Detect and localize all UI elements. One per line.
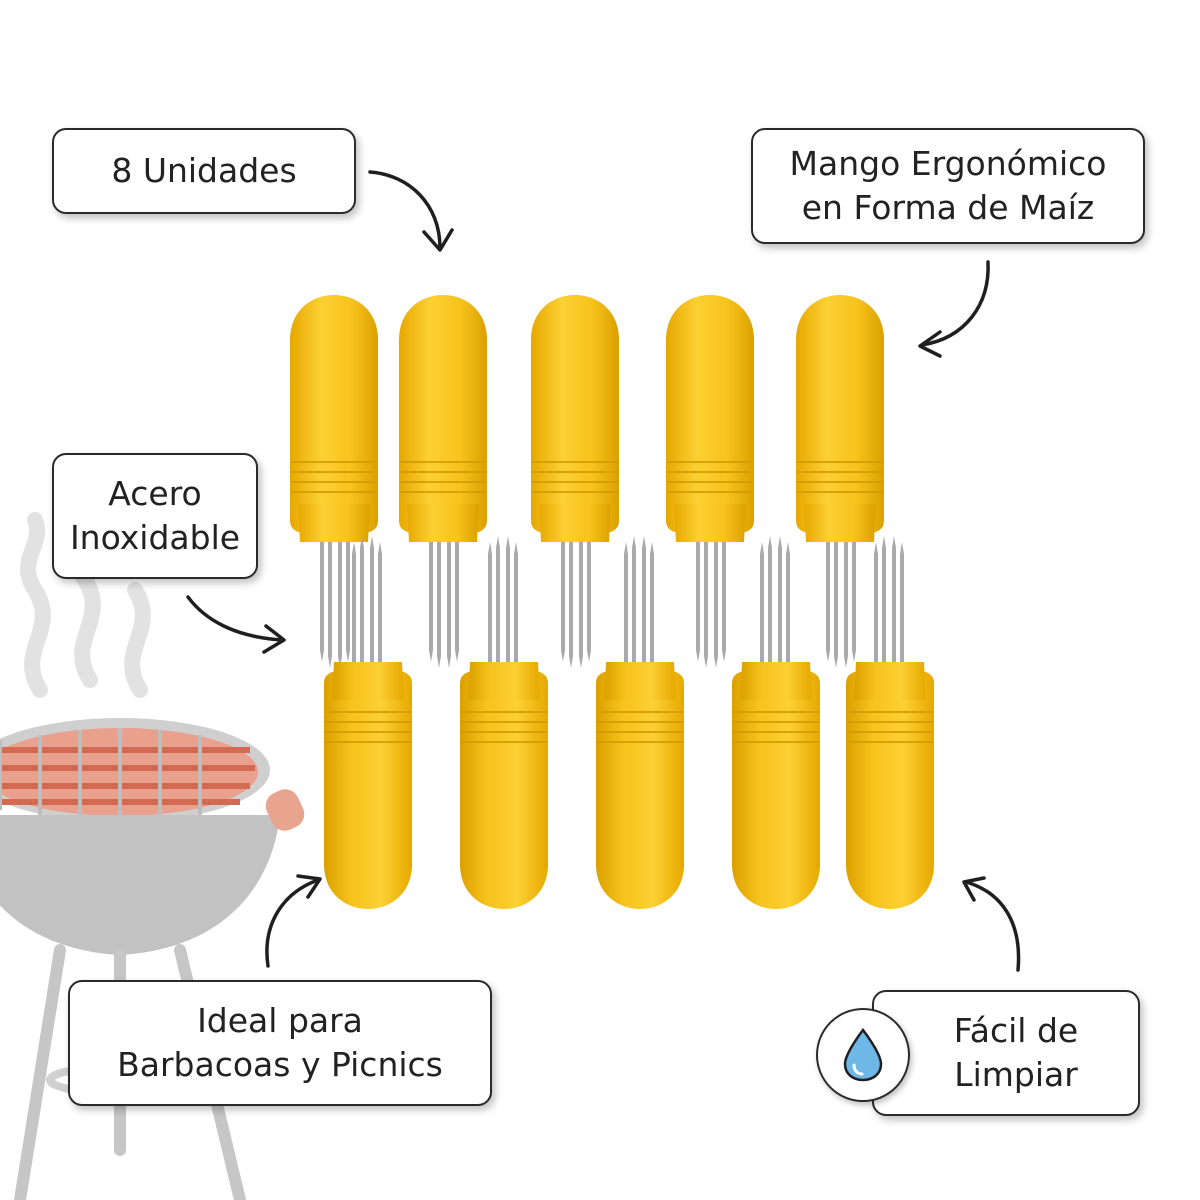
arrow-icon (918, 260, 990, 358)
callout-steel-line2: Inoxidable (69, 518, 241, 557)
corn-holder (664, 293, 756, 670)
arrow-icon (265, 874, 322, 968)
corn-holder (288, 293, 380, 670)
corn-holder (397, 293, 489, 670)
callout-bbq-line1: Ideal para (197, 1001, 363, 1040)
callout-units-text: 8 Unidades (111, 151, 297, 190)
arrow-icon (186, 595, 286, 654)
corn-holder (458, 534, 550, 911)
corn-holder (730, 534, 822, 911)
callout-units: 8 Unidades (52, 128, 356, 214)
arrow-icon (368, 170, 454, 252)
callout-easy-clean: Fácil de Limpiar (872, 990, 1140, 1116)
callout-clean-line2: Limpiar (954, 1055, 1078, 1094)
arrow-icon (962, 876, 1021, 972)
corn-holder (594, 534, 686, 911)
water-drop-badge (816, 1008, 910, 1102)
callout-handle-line1: Mango Ergonómico (789, 144, 1107, 183)
corn-holder (529, 293, 621, 670)
callout-bbq-picnic: Ideal para Barbacoas y Picnics (68, 980, 492, 1106)
corn-holder (322, 534, 414, 911)
callout-stainless-steel: Acero Inoxidable (52, 453, 258, 579)
corn-holder (844, 534, 936, 911)
water-drop-icon (843, 1027, 883, 1082)
callout-ergonomic-handle: Mango Ergonómico en Forma de Maíz (751, 128, 1145, 244)
callout-bbq-line2: Barbacoas y Picnics (117, 1045, 443, 1084)
corn-holder (794, 293, 886, 670)
callout-clean-line1: Fácil de (953, 1011, 1079, 1050)
callout-handle-line2: en Forma de Maíz (801, 188, 1095, 227)
callout-steel-line1: Acero (108, 474, 202, 513)
